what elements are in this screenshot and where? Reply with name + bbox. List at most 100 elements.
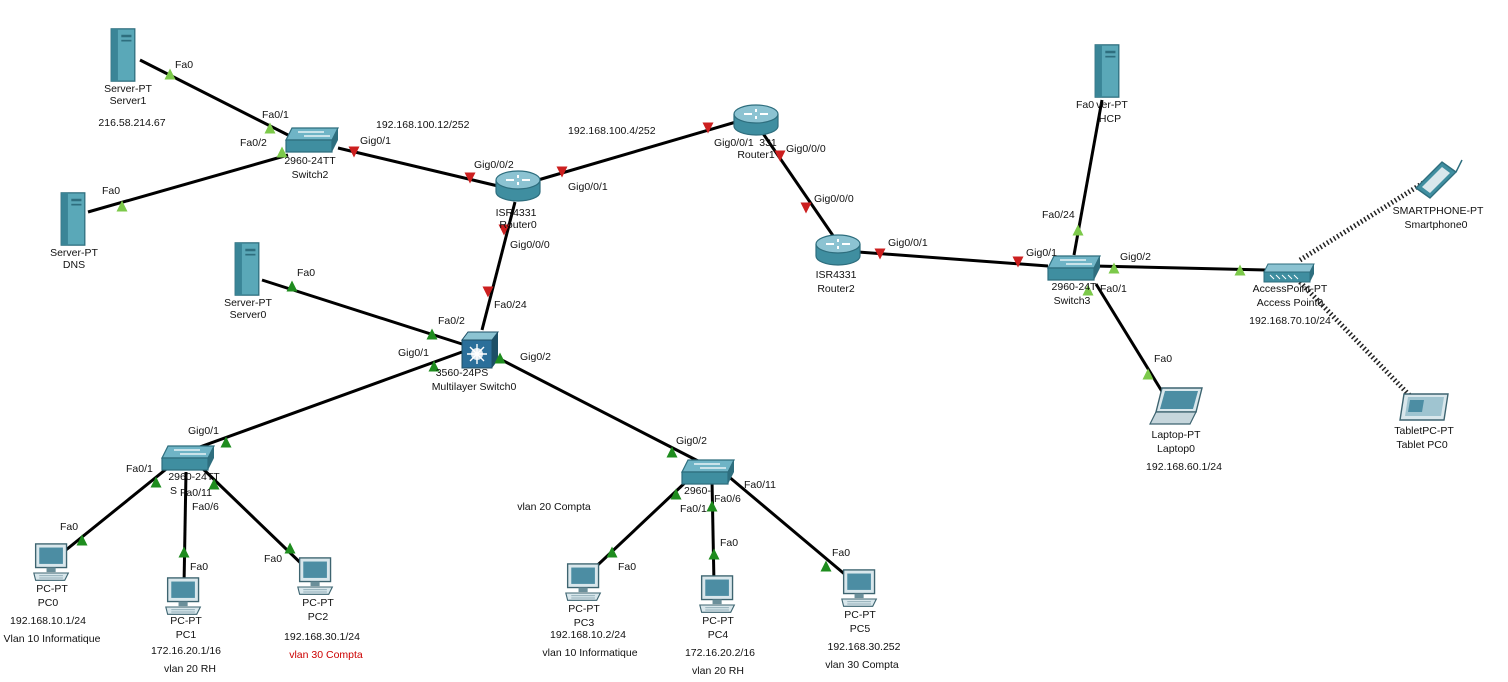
ports-sw2-gig01-label: Gig0/1: [360, 135, 391, 147]
notes-vlan-note-label: vlan 20 Compta: [517, 501, 591, 513]
devices-mls0-name-label: Multilayer Switch0: [432, 381, 517, 393]
labels-layer: Fa0Server-PTServer1216.58.214.67Fa0/1Fa0…: [4, 59, 1484, 677]
notes-net-r0-r1-label: 192.168.100.4/252: [568, 125, 656, 137]
ports-swl-fa06-label: Fa0/6: [192, 501, 219, 513]
status-dns-fa0: [116, 200, 128, 212]
server0-icon[interactable]: [234, 242, 260, 296]
link-switchright-pc4[interactable]: [710, 479, 716, 585]
mls0-icon[interactable]: [461, 331, 499, 369]
status-swl-fa01: [150, 476, 162, 488]
ap0-icon[interactable]: [1263, 263, 1315, 283]
ports-swr-fa06-label: Fa0/6: [714, 493, 741, 505]
ports-server0-fa0-label: Fa0: [297, 267, 315, 279]
devices-pc2-ip-label: 192.168.30.1/24: [284, 631, 360, 643]
devices-pc3-name-label: PC3: [574, 617, 595, 629]
devices-laptop0-ip-label: 192.168.60.1/24: [1146, 461, 1222, 473]
pc3-icon[interactable]: [565, 563, 602, 601]
devices-pc0-name-label: PC0: [38, 597, 59, 609]
smartphone0-icon[interactable]: [1415, 159, 1463, 199]
devices-pc3-model-label: PC-PT: [568, 603, 600, 615]
wireless-ap-tablet: [1298, 280, 1416, 402]
router2-icon[interactable]: [815, 234, 861, 266]
status-swl-fa06: [208, 478, 220, 490]
devices-layer: [33, 28, 1463, 615]
wireless-ap-smartphone: [1298, 177, 1430, 263]
devices-pc1-name-label: PC1: [176, 629, 197, 641]
status-r2-gig000: [800, 202, 812, 214]
tablet0-icon[interactable]: [1399, 393, 1449, 421]
devices-pc1-vlan-label: vlan 20 RH: [164, 663, 216, 675]
pc5-icon[interactable]: [841, 569, 878, 607]
status-mls-fa024: [482, 286, 494, 298]
devices-ap0-model-label: AccessPoint-PT: [1253, 283, 1328, 295]
link-switchleft-pc1[interactable]: [182, 471, 188, 587]
ports-pc2-fa0-label: Fa0: [264, 553, 282, 565]
devices-server1-name-label: Server1: [110, 95, 147, 107]
status-r0-gig001: [556, 166, 568, 178]
link-switchleft-pc0[interactable]: [55, 464, 171, 560]
devices-pc0-ip-label: 192.168.10.1/24: [10, 615, 86, 627]
dhcp-icon[interactable]: [1094, 44, 1120, 98]
devices-switch-left-model-label: 2960-24TT: [168, 471, 220, 483]
switch-right-icon[interactable]: [681, 459, 735, 485]
link-switchright-pc5[interactable]: [727, 474, 855, 584]
pc0-icon[interactable]: [33, 543, 70, 581]
switch2-icon[interactable]: [285, 127, 339, 153]
link-router0-router1[interactable]: [537, 120, 737, 182]
pc1-icon[interactable]: [165, 577, 202, 615]
link-switch3-ap[interactable]: [1093, 264, 1267, 272]
status-sw2-fa02: [276, 146, 288, 158]
devices-pc1-ip-label: 172.16.20.1/16: [151, 645, 221, 657]
link-router1-router2[interactable]: [760, 131, 838, 241]
server1-icon[interactable]: [110, 28, 136, 82]
ports-swl-gig01-label: Gig0/1: [188, 425, 219, 437]
status-mls-gig01: [428, 360, 440, 372]
ports-mls-fa02-label: Fa0/2: [438, 315, 465, 327]
ports-swl-fa011-label: Fa0/11: [180, 487, 212, 499]
link-mls-switchleft[interactable]: [185, 350, 463, 454]
ports-pc0-fa0-label: Fa0: [60, 521, 78, 533]
link-mls-switchright[interactable]: [493, 354, 701, 464]
link-server1-switch2[interactable]: [139, 58, 289, 137]
status-pc1-fa0: [178, 546, 190, 558]
link-switchright-pc3[interactable]: [584, 476, 692, 578]
link-dns-switch2[interactable]: [87, 153, 289, 214]
devices-dhcp-model-label: ver-PT: [1096, 99, 1128, 111]
status-sw3-gig02: [1108, 262, 1120, 274]
status-r0-gig000: [498, 224, 510, 236]
devices-pc0-model-label: PC-PT: [36, 583, 68, 595]
status-sw3-fa024: [1072, 224, 1084, 236]
laptop0-icon[interactable]: [1149, 387, 1203, 425]
link-switch3-laptop[interactable]: [1094, 283, 1168, 399]
devices-pc2-name-label: PC2: [308, 611, 329, 623]
devices-server1-ip-label: 216.58.214.67: [98, 117, 165, 129]
devices-pc2-vlan-label: vlan 30 Compta: [289, 649, 363, 661]
devices-router1-name-label: Router1: [737, 149, 775, 161]
router0-icon[interactable]: [495, 170, 541, 202]
pc2-icon[interactable]: [297, 557, 334, 595]
devices-pc4-vlan-label: vlan 20 RH: [692, 665, 744, 677]
switch3-icon[interactable]: [1047, 255, 1101, 281]
router1-icon[interactable]: [733, 104, 779, 136]
devices-mls0-model-label: 3560-24PS: [436, 367, 489, 379]
dns-icon[interactable]: [60, 192, 86, 246]
ports-pc5-fa0-label: Fa0: [832, 547, 850, 559]
link-switchleft-pc2[interactable]: [198, 464, 312, 574]
link-router0-mls[interactable]: [480, 201, 517, 331]
status-server1-fa0: [164, 68, 176, 80]
devices-pc2-model-label: PC-PT: [302, 597, 334, 609]
ports-r0-gig000-label: Gig0/0/0: [510, 239, 550, 251]
pc4-icon[interactable]: [699, 575, 736, 613]
status-laptop-fa0: [1142, 368, 1154, 380]
switch-left-icon[interactable]: [161, 445, 215, 471]
devices-router0-model-label: ISR4331: [496, 207, 537, 219]
status-mls-fa02: [426, 328, 438, 340]
devices-router1-model-label: 331: [759, 137, 777, 149]
devices-pc4-model-label: PC-PT: [702, 615, 734, 627]
status-r0-gig002: [464, 172, 476, 184]
devices-switch-right-model-label: 2960-: [684, 485, 711, 497]
devices-smartphone0-model-label: SMARTPHONE-PT: [1393, 205, 1484, 217]
ports-r2-gig001-label: Gig0/0/1: [888, 237, 928, 249]
devices-switch2-model-label: 2960-24TT: [284, 155, 336, 167]
